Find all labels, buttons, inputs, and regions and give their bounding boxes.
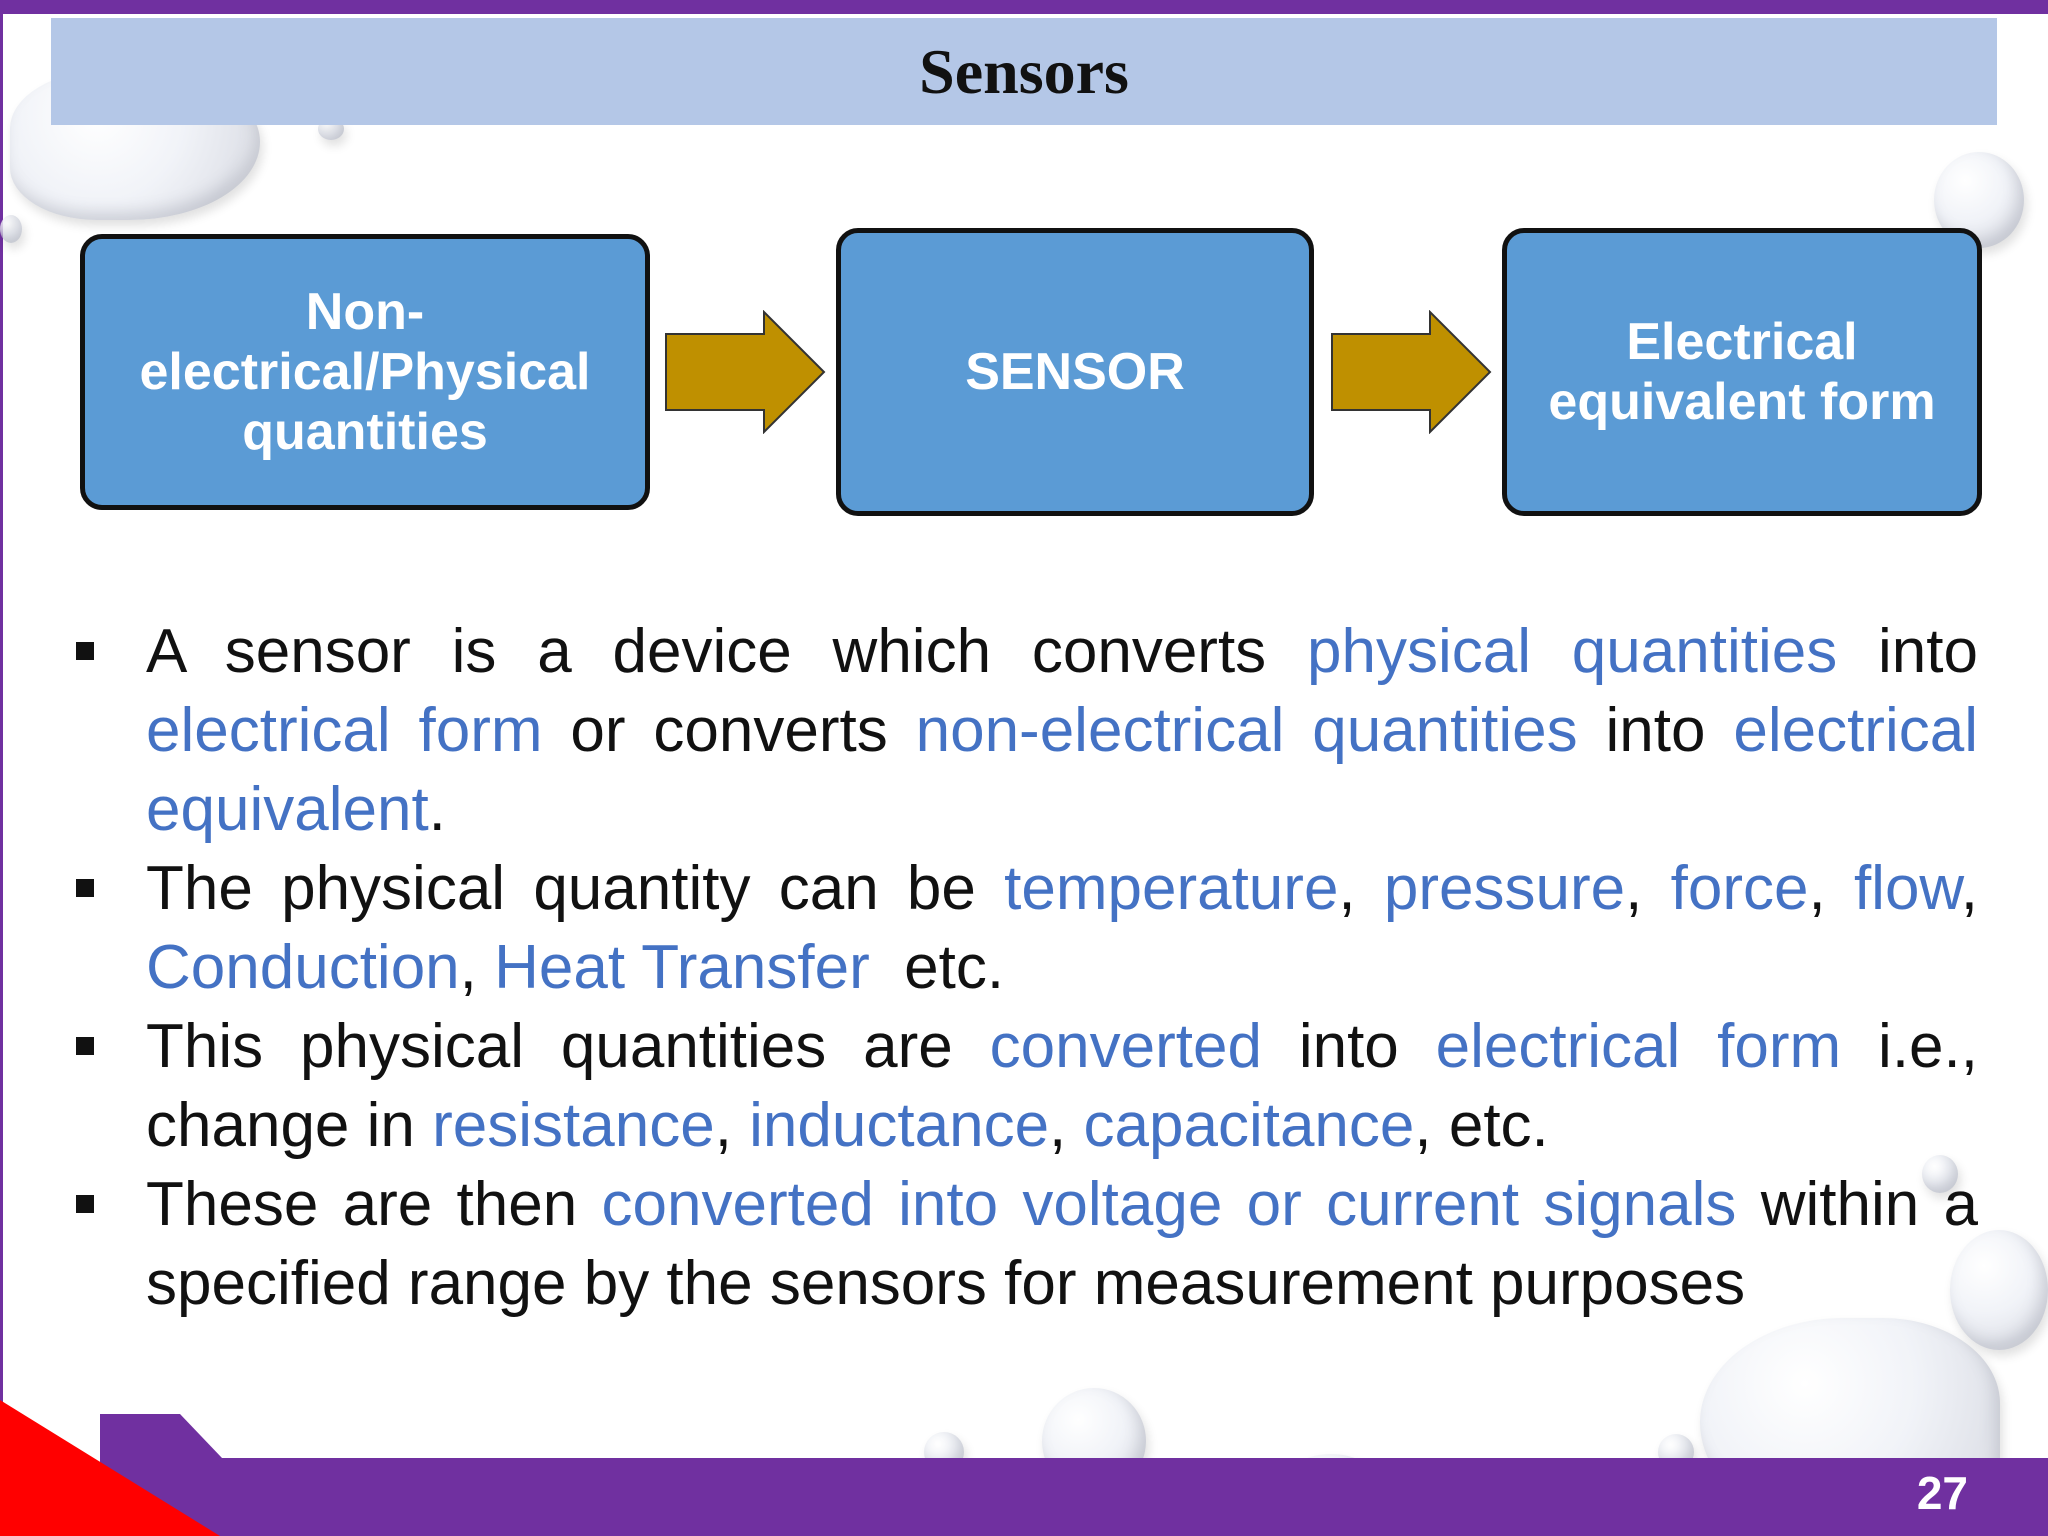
bullet-text: ,: [1049, 1091, 1084, 1160]
bullet-text: within a specified range by the sensors …: [146, 1170, 1996, 1318]
highlighted-term: capacitance: [1083, 1091, 1415, 1160]
right-arrow-icon: [1331, 310, 1492, 434]
bullet-text: ,: [1808, 854, 1854, 923]
bullet-text: A sensor is a device which converts: [146, 617, 1307, 686]
bullet-item: These are then converted into voltage or…: [70, 1165, 1978, 1323]
highlighted-term: resistance: [432, 1091, 715, 1160]
bullet-text: These are then: [146, 1170, 602, 1239]
bullet-text: .: [428, 775, 446, 844]
square-bullet-icon: [76, 879, 94, 897]
highlighted-term: electrical form: [146, 696, 543, 765]
title-banner: Sensors: [51, 18, 1997, 125]
flow-box-electrical-form: Electrical equivalent form: [1502, 228, 1982, 516]
flow-box-label: Non-electrical/Physical quantities: [139, 283, 591, 461]
bullet-text: into: [1261, 1012, 1436, 1081]
bullet-item: The physical quantity can be temperature…: [70, 849, 1978, 1007]
bullet-text: This physical quantities are: [146, 1012, 990, 1081]
top-accent-bar: [0, 0, 2048, 14]
left-accent-bar: [0, 0, 3, 1536]
highlighted-term: converted into voltage or current signal…: [601, 1170, 1737, 1239]
water-drop-decoration: [1950, 1230, 2048, 1350]
bullet-text: or converts: [542, 696, 916, 765]
highlighted-term: temperature: [1004, 854, 1339, 923]
bullet-item: This physical quantities are converted i…: [70, 1007, 1978, 1165]
flow-box-label: Electrical equivalent form: [1548, 313, 1936, 431]
square-bullet-icon: [76, 642, 94, 660]
highlighted-term: force: [1670, 854, 1809, 923]
bullet-text: ,: [1625, 854, 1671, 923]
square-bullet-icon: [76, 1195, 94, 1213]
flow-box-physical-quantities: Non-electrical/Physical quantities: [80, 234, 650, 510]
highlighted-term: physical quantities: [1307, 617, 1838, 686]
highlighted-term: inductance: [749, 1091, 1050, 1160]
bullet-text: ,: [1960, 854, 1996, 923]
bullet-list: A sensor is a device which converts phys…: [70, 612, 1978, 1323]
highlighted-term: Conduction: [146, 933, 460, 1002]
right-arrow-icon: [665, 310, 826, 434]
highlighted-term: flow: [1853, 854, 1961, 923]
highlighted-term: electrical form: [1435, 1012, 1842, 1081]
bottom-accent-band: [0, 1400, 2048, 1536]
bullet-item: A sensor is a device which converts phys…: [70, 612, 1978, 849]
square-bullet-icon: [76, 1037, 94, 1055]
bullet-text: ,: [459, 933, 495, 1002]
bullet-text: into: [1837, 617, 1996, 686]
highlighted-term: electrical equivalent: [146, 696, 1996, 844]
highlighted-term: converted: [989, 1012, 1262, 1081]
bullet-text: i.e., change in: [146, 1012, 1996, 1160]
page-number: 27: [1916, 1467, 1968, 1519]
slide-title: Sensors: [919, 35, 1129, 107]
bullet-text: , etc.: [1414, 1091, 1549, 1160]
bullet-text: The physical quantity can be: [146, 854, 1005, 923]
bullet-text: ,: [1338, 854, 1384, 923]
highlighted-term: non-electrical quantities: [915, 696, 1578, 765]
water-drop-decoration: [0, 215, 22, 243]
highlighted-term: Heat Transfer: [494, 933, 870, 1002]
flow-box-label: SENSOR: [965, 343, 1185, 401]
bullet-text: ,: [714, 1091, 750, 1160]
water-drop-decoration: [1922, 1155, 1958, 1193]
bullet-text: etc.: [869, 933, 1005, 1002]
bullet-text: into: [1577, 696, 1734, 765]
flow-box-sensor: SENSOR: [836, 228, 1314, 516]
highlighted-term: pressure: [1383, 854, 1626, 923]
